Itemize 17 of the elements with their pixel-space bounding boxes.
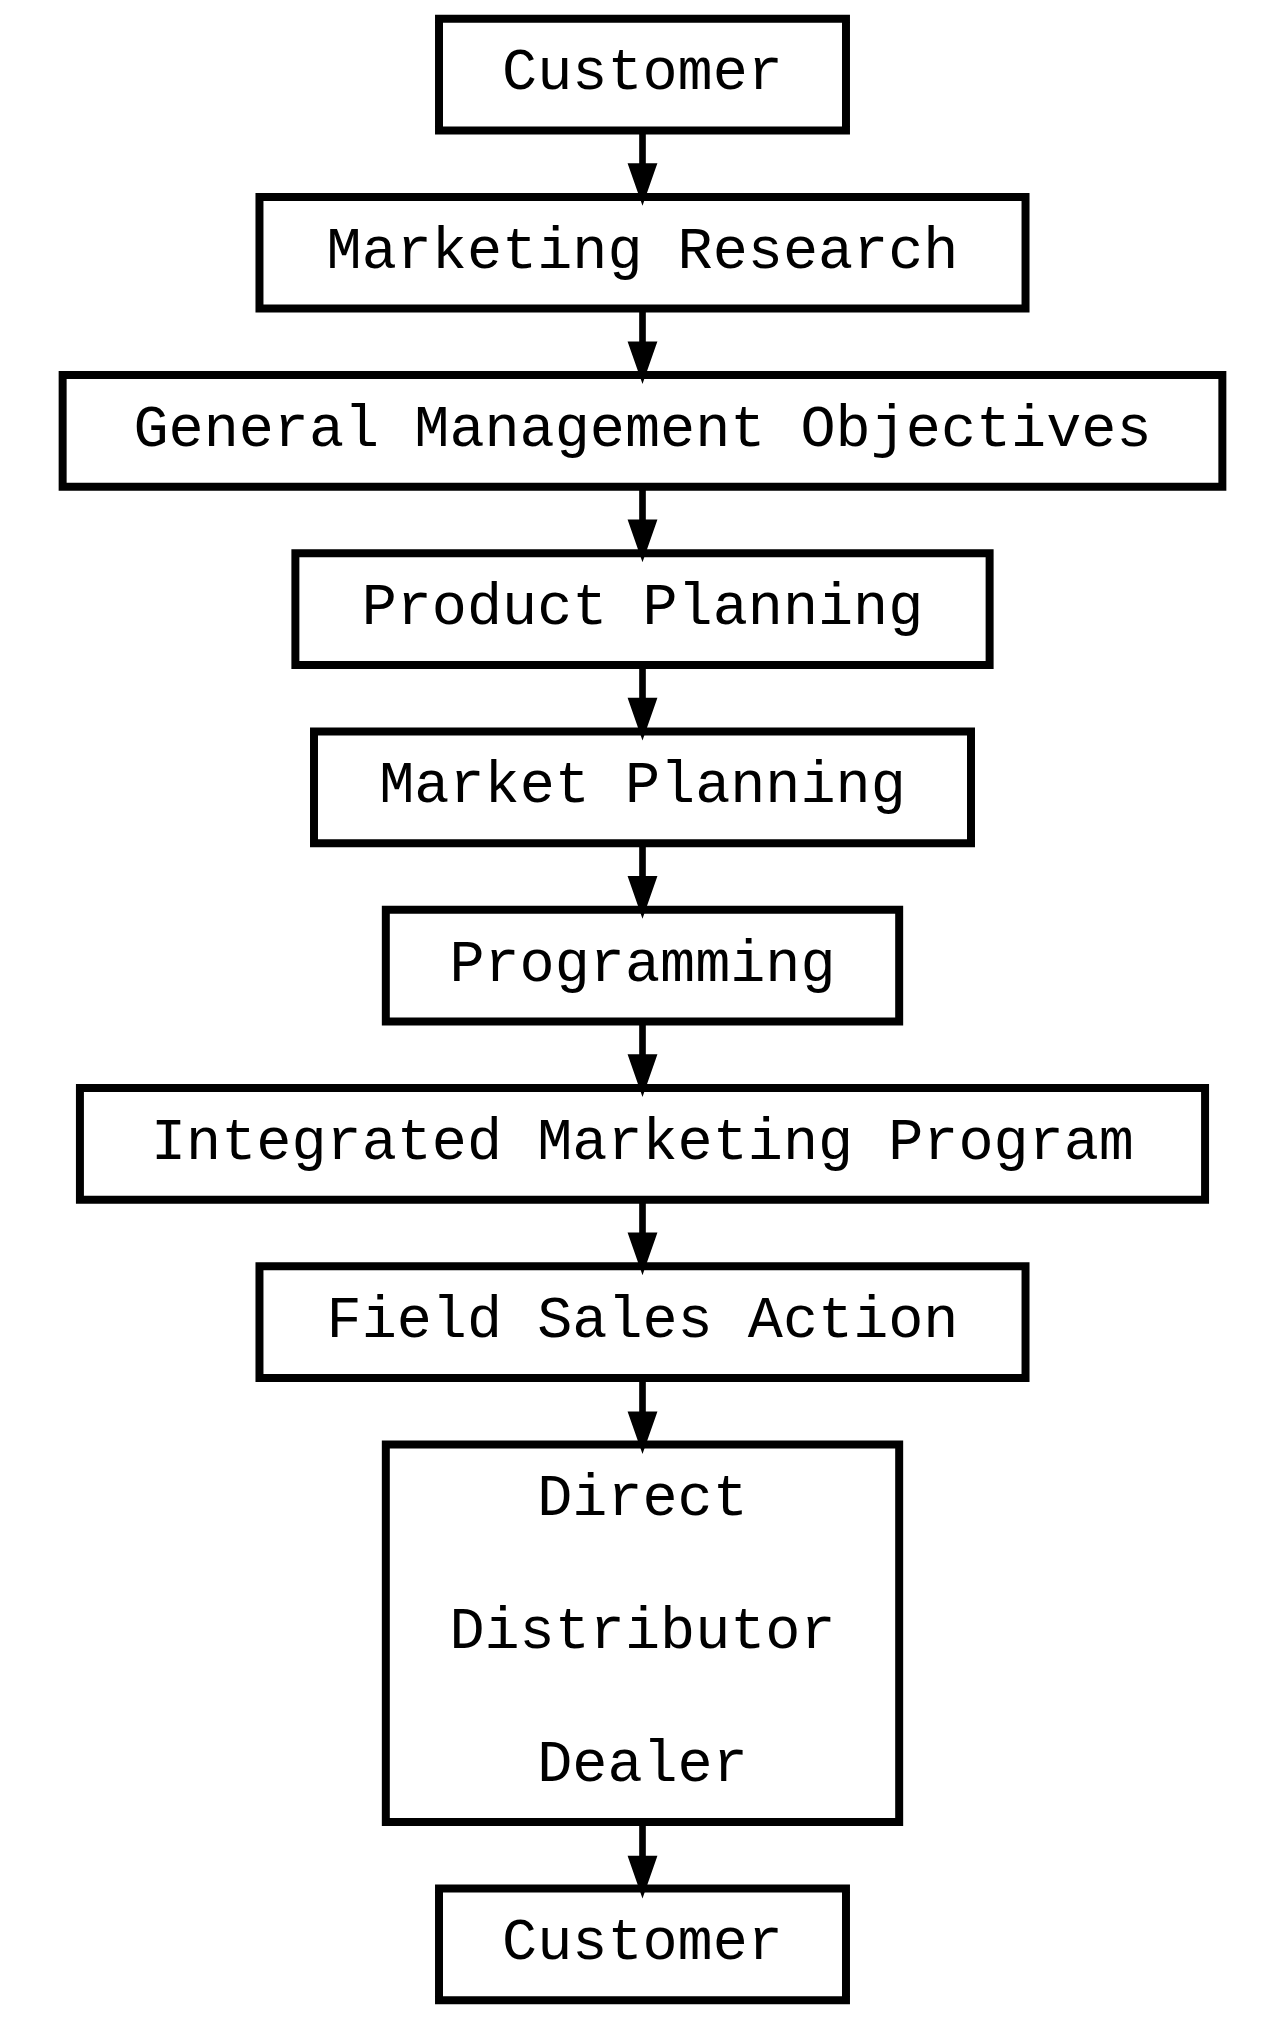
node-box: Market Planning bbox=[309, 727, 975, 848]
arrow bbox=[627, 130, 657, 206]
node-box: General Management Objectives bbox=[58, 371, 1226, 491]
arrow bbox=[627, 309, 657, 385]
arrow bbox=[627, 1822, 657, 1899]
arrow bbox=[627, 487, 657, 563]
arrow bbox=[627, 1200, 657, 1276]
node-box: Programming bbox=[381, 905, 903, 1026]
arrow bbox=[627, 1378, 657, 1455]
node-box: Customer bbox=[434, 14, 850, 135]
node-box: Field Sales Action bbox=[255, 1262, 1029, 1382]
arrow bbox=[627, 1022, 657, 1097]
node-box: Product Planning bbox=[290, 549, 994, 670]
node-box: Marketing Research bbox=[255, 192, 1029, 313]
node-box: Integrated Marketing Program bbox=[75, 1084, 1209, 1204]
node-box: Customer bbox=[434, 1884, 850, 2005]
node-box: Direct Distributor Dealer bbox=[381, 1440, 903, 1827]
